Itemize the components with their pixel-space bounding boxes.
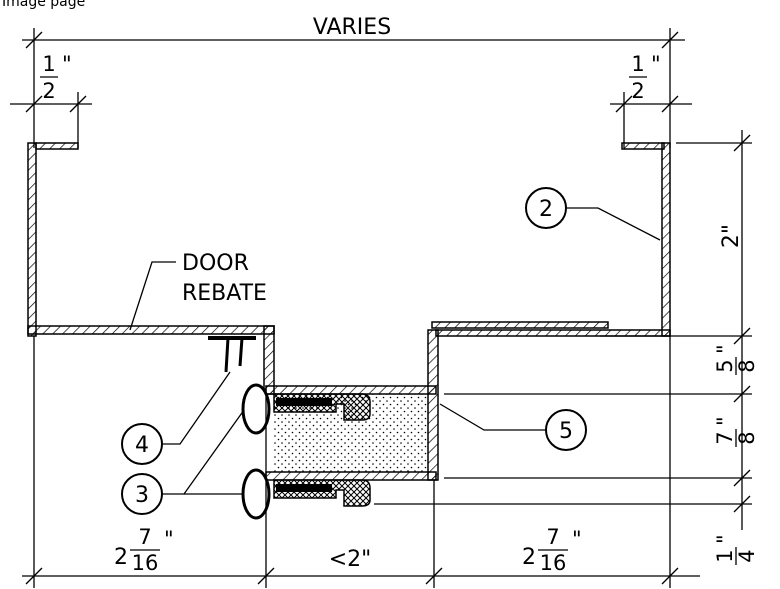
callout-4: 4: [121, 371, 231, 465]
dim-one-quarter-num: 1: [713, 549, 737, 562]
dim-five-eighths-den: 8: [735, 359, 759, 372]
dim-bottom-left-unit: ": [164, 527, 174, 551]
dim-bottom-right-whole: 2: [522, 545, 536, 570]
dim-left-return-unit: ": [62, 52, 72, 76]
dim-bottom-right-unit: ": [572, 527, 582, 551]
dim-seven-eighths-num: 7: [713, 431, 737, 444]
dim-one-quarter-den: 4: [735, 549, 759, 562]
dim-right-return: 1 2 ": [610, 52, 692, 148]
dim-five-eighths-num: 5: [713, 359, 737, 372]
callout-3-number: 3: [135, 483, 149, 508]
callout-4-number: 4: [135, 433, 149, 458]
door-rebate-callout: DOOR REBATE: [129, 251, 267, 331]
dim-right-vertical: 2" 5 8 " 7 8 " 1 4 ": [374, 130, 759, 565]
door-rebate-label-line2: REBATE: [182, 281, 267, 306]
dim-right-return-unit: ": [651, 52, 661, 76]
callout-5: 5: [439, 403, 587, 451]
dim-right-return-num: 1: [631, 52, 644, 76]
dim-overall-width: VARIES: [22, 15, 685, 148]
dim-five-eighths-unit: ": [713, 344, 737, 354]
dim-bottom-left-den: 16: [132, 551, 159, 575]
screw-fixings: [208, 336, 256, 373]
dim-left-return: 1 2 ": [10, 52, 92, 148]
header-clip-text: Image page: [2, 0, 85, 10]
dim-bottom-right-num: 7: [546, 525, 559, 549]
callout-2-number: 2: [539, 197, 553, 222]
callout-2: 2: [525, 187, 661, 241]
dim-frame-depth-label: 2": [719, 224, 744, 248]
dim-varies-label: VARIES: [313, 15, 391, 40]
dim-seven-eighths-unit: ": [713, 416, 737, 426]
dim-bottom-right-den: 16: [540, 551, 567, 575]
door-rebate-label-line1: DOOR: [182, 251, 249, 276]
upper-seal: [273, 393, 371, 421]
lower-seal: [273, 479, 371, 507]
dim-bottom-left-num: 7: [138, 525, 151, 549]
dim-bottom-center: <2": [329, 547, 372, 572]
dim-left-return-den: 2: [42, 79, 55, 103]
callout-3: 3: [121, 409, 245, 515]
bulb-seal-upper: [241, 383, 271, 435]
bulb-seal-lower: [241, 468, 271, 520]
callout-5-number: 5: [559, 419, 573, 444]
dim-seven-eighths-den: 8: [735, 431, 759, 444]
dim-bottom: 2 7 16 " <2" 2 7 16 ": [22, 336, 700, 588]
dim-left-return-num: 1: [42, 52, 55, 76]
dim-one-quarter-unit: ": [713, 534, 737, 544]
dim-right-return-den: 2: [631, 79, 644, 103]
dim-bottom-left-whole: 2: [114, 545, 128, 570]
